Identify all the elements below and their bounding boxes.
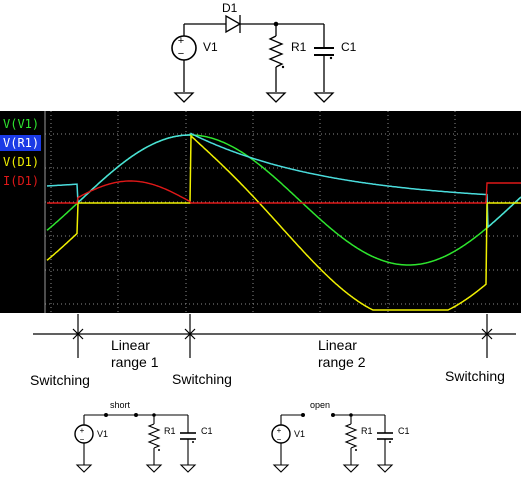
trace-label-v-v1: V(V1)	[3, 117, 40, 131]
trace-label-v-r1: V(R1)	[0, 135, 42, 151]
ground-icon	[265, 92, 287, 103]
linear-range-1-line1: Linear	[111, 337, 150, 353]
top-schematic: + −	[171, 14, 335, 103]
linear-range-2-line2: range 2	[318, 354, 366, 370]
ground-icon	[179, 464, 197, 473]
short-source-label: V1	[97, 429, 109, 439]
switch-marker-2-icon	[184, 328, 196, 340]
open-resistor-label: R1	[361, 426, 373, 436]
resistor-r1-icon	[268, 24, 284, 92]
svg-text:−: −	[178, 48, 184, 60]
svg-text:−: −	[277, 435, 282, 444]
open-source-label: V1	[294, 429, 306, 439]
ground-icon	[376, 464, 394, 473]
open-title: open	[310, 400, 331, 410]
plot-grid	[44, 111, 521, 313]
waveform-plot: V(V1) V(R1) V(D1) I(D1)	[0, 111, 521, 313]
short-title: short	[110, 400, 131, 410]
resistor-icon	[344, 415, 358, 465]
short-resistor-label: R1	[164, 426, 176, 436]
switching-label-3: Switching	[445, 368, 505, 384]
short-capacitor-label: C1	[201, 426, 213, 436]
switch-marker-1-icon	[72, 328, 84, 340]
diode-label: D1	[222, 1, 238, 15]
plot-traces	[46, 132, 521, 311]
diode-d1-icon	[225, 14, 242, 34]
switching-label-1: Switching	[30, 372, 90, 388]
ground-icon	[272, 464, 290, 473]
capacitor-label: C1	[341, 40, 357, 54]
svg-text:+: +	[80, 426, 85, 435]
annotation-axis	[33, 314, 516, 358]
linear-range-2-line1: Linear	[318, 337, 357, 353]
ground-icon	[75, 464, 93, 473]
trace-v-r1	[46, 132, 521, 229]
open-circuit-schematic: + −	[271, 413, 394, 473]
open-terminal-1	[301, 413, 305, 417]
voltage-source-v1-icon	[171, 24, 197, 92]
switch-marker-3-icon	[481, 328, 493, 340]
trace-v-d1	[46, 134, 521, 311]
voltage-source-icon	[74, 415, 94, 465]
linear-range-1-line2: range 1	[111, 354, 159, 370]
ground-icon	[173, 92, 195, 103]
trace-label-i-d1: I(D1)	[3, 174, 40, 188]
switching-label-2: Switching	[172, 371, 232, 387]
open-capacitor-label: C1	[398, 426, 410, 436]
source-label: V1	[203, 40, 218, 54]
svg-text:+: +	[277, 426, 282, 435]
ground-icon	[342, 464, 360, 473]
waveform-plot-canvas	[44, 111, 521, 313]
resistor-label: R1	[291, 40, 307, 54]
trace-i-d1	[47, 180, 521, 204]
voltage-source-icon	[271, 415, 291, 465]
ground-icon	[313, 92, 335, 103]
resistor-icon	[147, 415, 161, 465]
svg-text:+: +	[178, 35, 184, 47]
capacitor-icon	[180, 415, 196, 465]
ground-icon	[145, 464, 163, 473]
short-circuit-schematic: + −	[74, 413, 197, 473]
trace-label-v-d1: V(D1)	[3, 155, 40, 169]
capacitor-c1-icon	[314, 24, 334, 92]
capacitor-icon	[377, 415, 393, 465]
svg-text:−: −	[80, 435, 85, 444]
